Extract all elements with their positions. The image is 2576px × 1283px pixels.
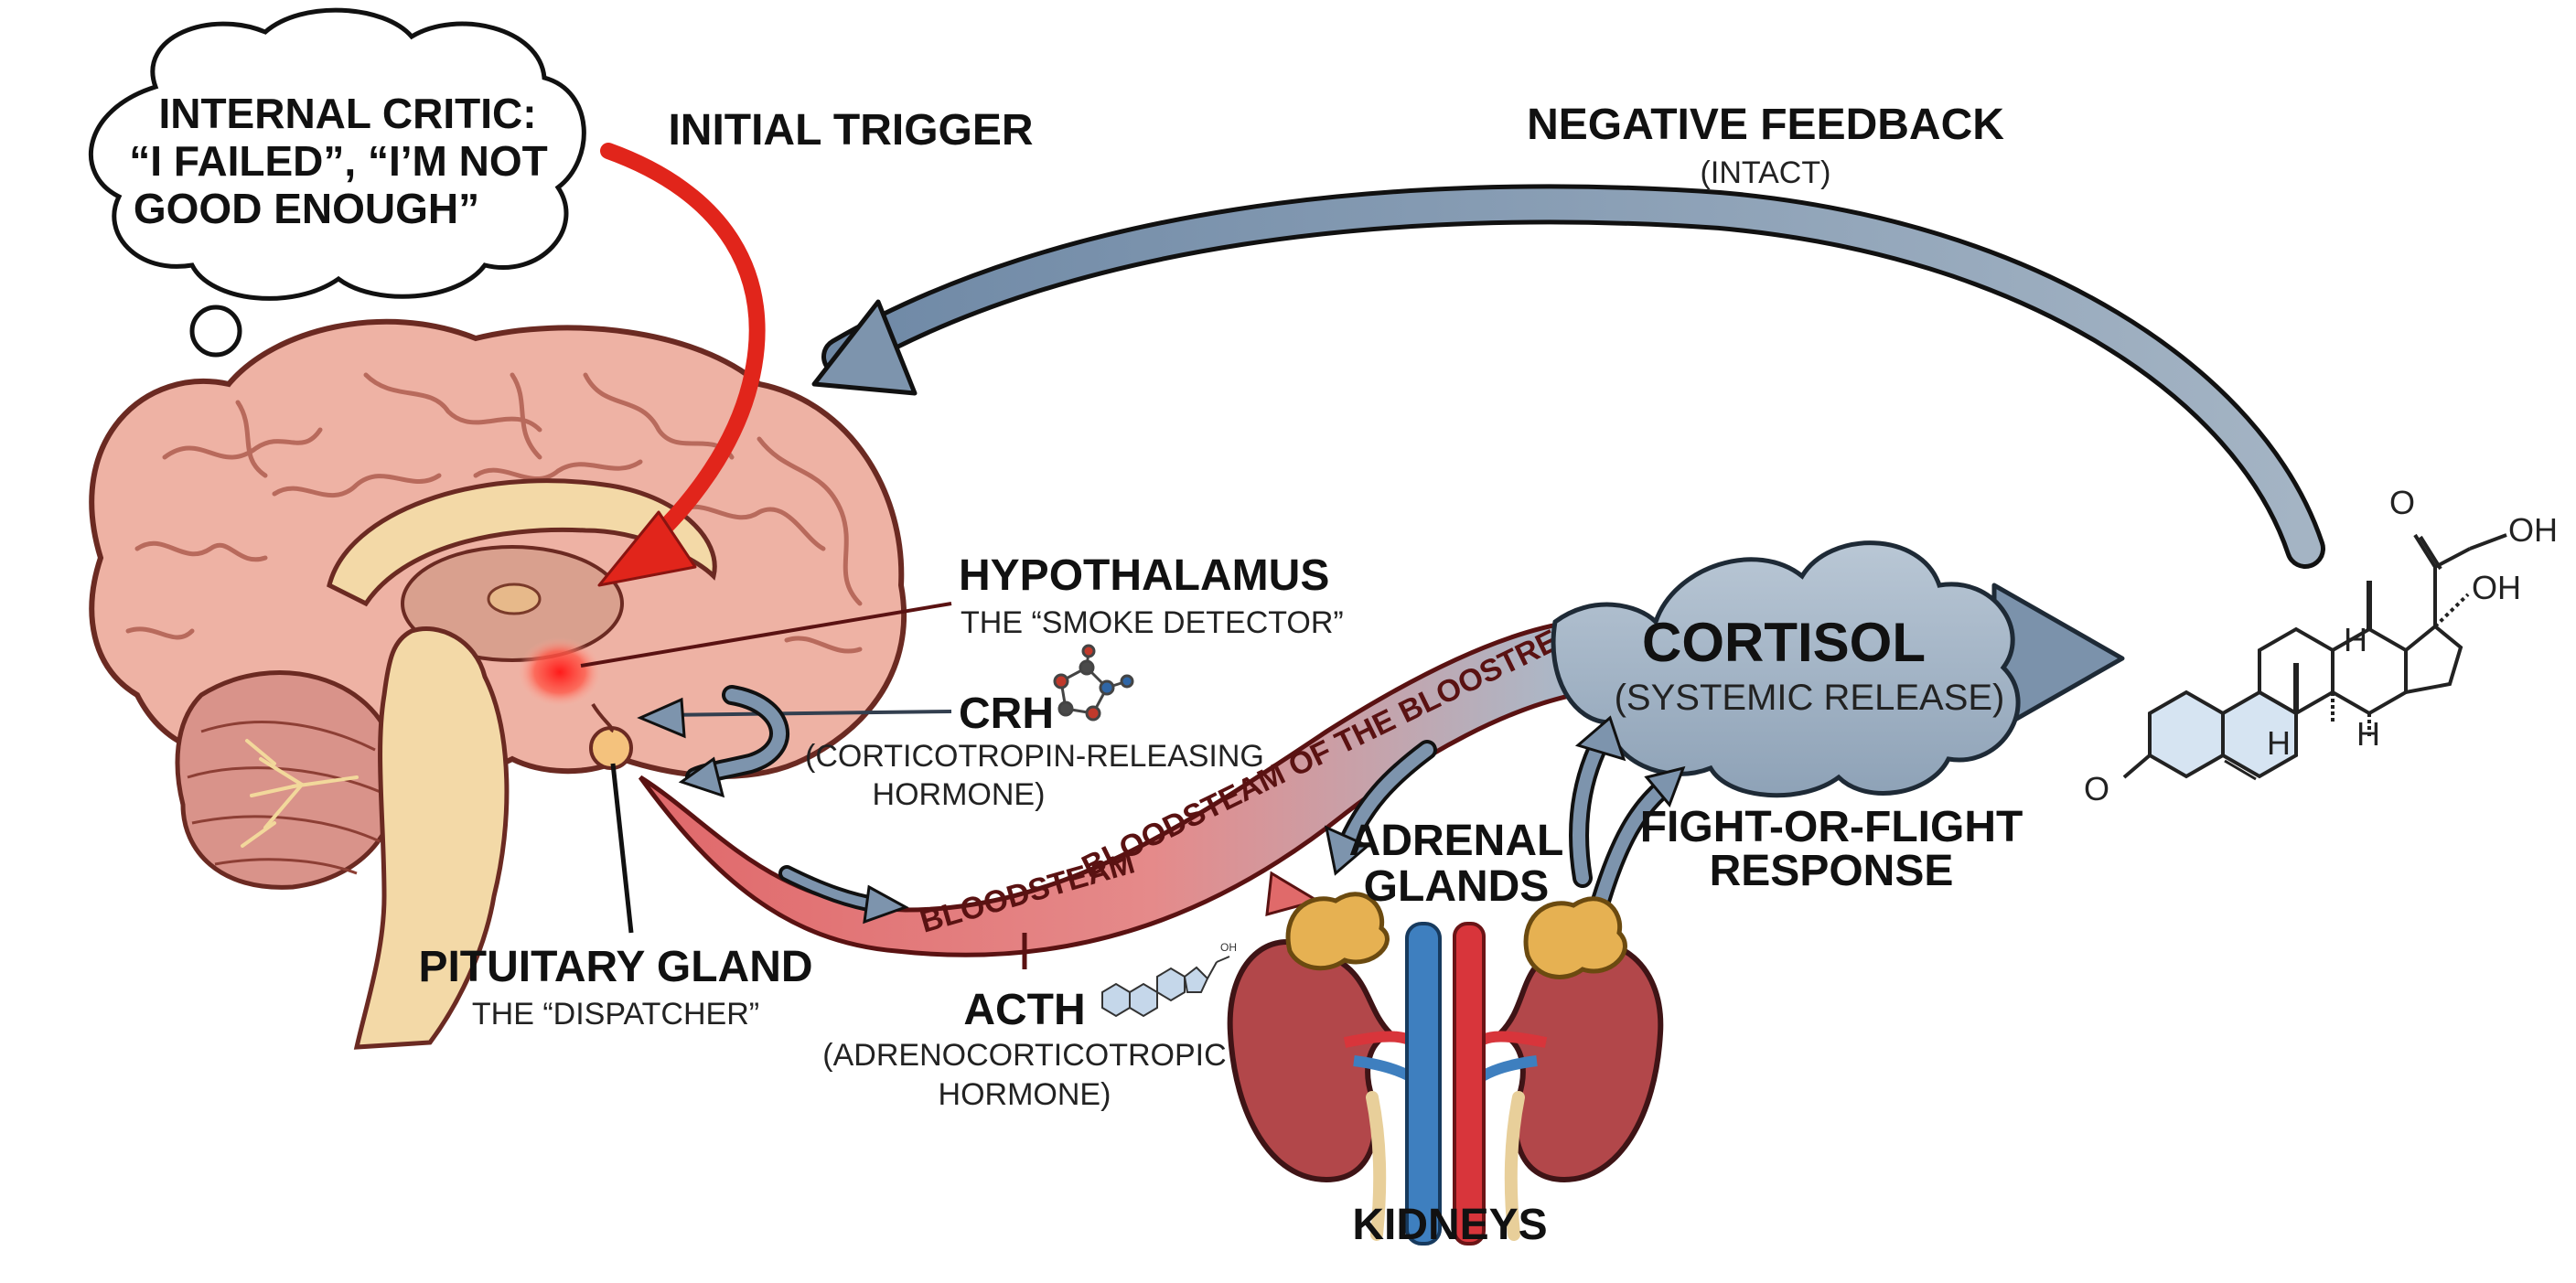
cortisol-molecule: O OH OH H H H O — [2084, 484, 2558, 807]
acth-line-1: (ADRENOCORTICOTROPIC — [822, 1038, 1226, 1073]
cortisol-title: CORTISOL — [1642, 612, 1926, 673]
hypothalamus-title: HYPOTHALAMUS — [959, 551, 1329, 600]
crh-molecule-icon — [1053, 644, 1134, 722]
initial-trigger-label: INITIAL TRIGGER — [668, 106, 1033, 155]
crh-line-1: (CORTICOTROPIN-RELEASING — [805, 739, 1264, 774]
acth-line-2: HORMONE) — [939, 1077, 1111, 1112]
cerebellum-folds — [187, 721, 390, 875]
adrenal-arrows — [1324, 715, 1686, 911]
vena-cava — [1405, 922, 1442, 1246]
cortisol-o2: O — [2084, 770, 2109, 807]
thought-line-3: GOOD ENOUGH” — [134, 185, 479, 232]
kidneys — [1227, 892, 1664, 1246]
cortisol-oh2: OH — [2472, 569, 2521, 606]
thalamus-nucleus — [487, 583, 542, 615]
pituitary-body — [589, 726, 633, 770]
cortisol-h1: H — [2344, 621, 2367, 658]
crh-line-2: HORMONE) — [873, 777, 1046, 812]
negative-feedback-subtitle: (INTACT) — [1701, 155, 1831, 190]
brain-gyri — [125, 372, 863, 654]
cortisol-oh1: OH — [2508, 511, 2558, 549]
cortisol-h3: H — [2356, 715, 2380, 753]
hypothalamus-subtitle: THE “SMOKE DETECTOR” — [961, 605, 1344, 640]
initial-trigger-arrow — [597, 143, 766, 587]
negative-feedback-arrow — [811, 184, 2325, 569]
right-kidney — [1495, 939, 1664, 1183]
brainstem — [353, 625, 510, 1050]
acth-molecule-oh: OH — [1220, 941, 1237, 954]
hypothalamus-glow — [518, 637, 602, 707]
cortisol-subtitle: (SYSTEMIC RELEASE) — [1615, 678, 2005, 718]
brain — [89, 318, 907, 1050]
pointer-lines — [580, 602, 1027, 969]
thought-bubble: INTERNAL CRITIC: “I FAILED”, “I’M NOT GO… — [88, 7, 586, 406]
cortisol-cloud: CORTISOL (SYSTEMIC RELEASE) — [1551, 540, 2125, 798]
cortisol-o1: O — [2389, 484, 2415, 521]
left-kidney — [1227, 939, 1396, 1183]
kidneys-label: KIDNEYS — [1352, 1201, 1547, 1249]
corpus-callosum — [327, 478, 717, 607]
crh-title: CRH — [959, 690, 1054, 738]
acth-title: ACTH — [963, 986, 1085, 1034]
adrenal-glands-line-1: ADRENAL — [1349, 817, 1564, 865]
pituitary-pointer — [610, 763, 634, 934]
crh-arrows — [637, 685, 952, 925]
fight-or-flight-line-1: FIGHT-OR-FLIGHT — [1640, 803, 2023, 851]
arbor-vitae — [241, 739, 359, 848]
pituitary-title: PITUITARY GLAND — [418, 943, 812, 991]
acth-molecule-icon: OH — [1101, 941, 1237, 1018]
adrenal-glands-line-2: GLANDS — [1364, 862, 1550, 911]
thought-line-1: INTERNAL CRITIC: — [158, 90, 536, 137]
left-adrenal-gland — [1285, 892, 1390, 971]
right-adrenal-gland — [1523, 896, 1627, 979]
aorta — [1453, 922, 1486, 1246]
negative-feedback-title: NEGATIVE FEEDBACK — [1527, 101, 2004, 149]
pituitary-subtitle: THE “DISPATCHER” — [472, 997, 759, 1032]
hypothalamus-pointer — [580, 602, 952, 668]
cortisol-h2: H — [2267, 724, 2291, 762]
fight-or-flight-line-2: RESPONSE — [1710, 847, 1954, 895]
cerebellum — [175, 670, 400, 890]
thought-line-2: “I FAILED”, “I’M NOT — [129, 137, 547, 185]
